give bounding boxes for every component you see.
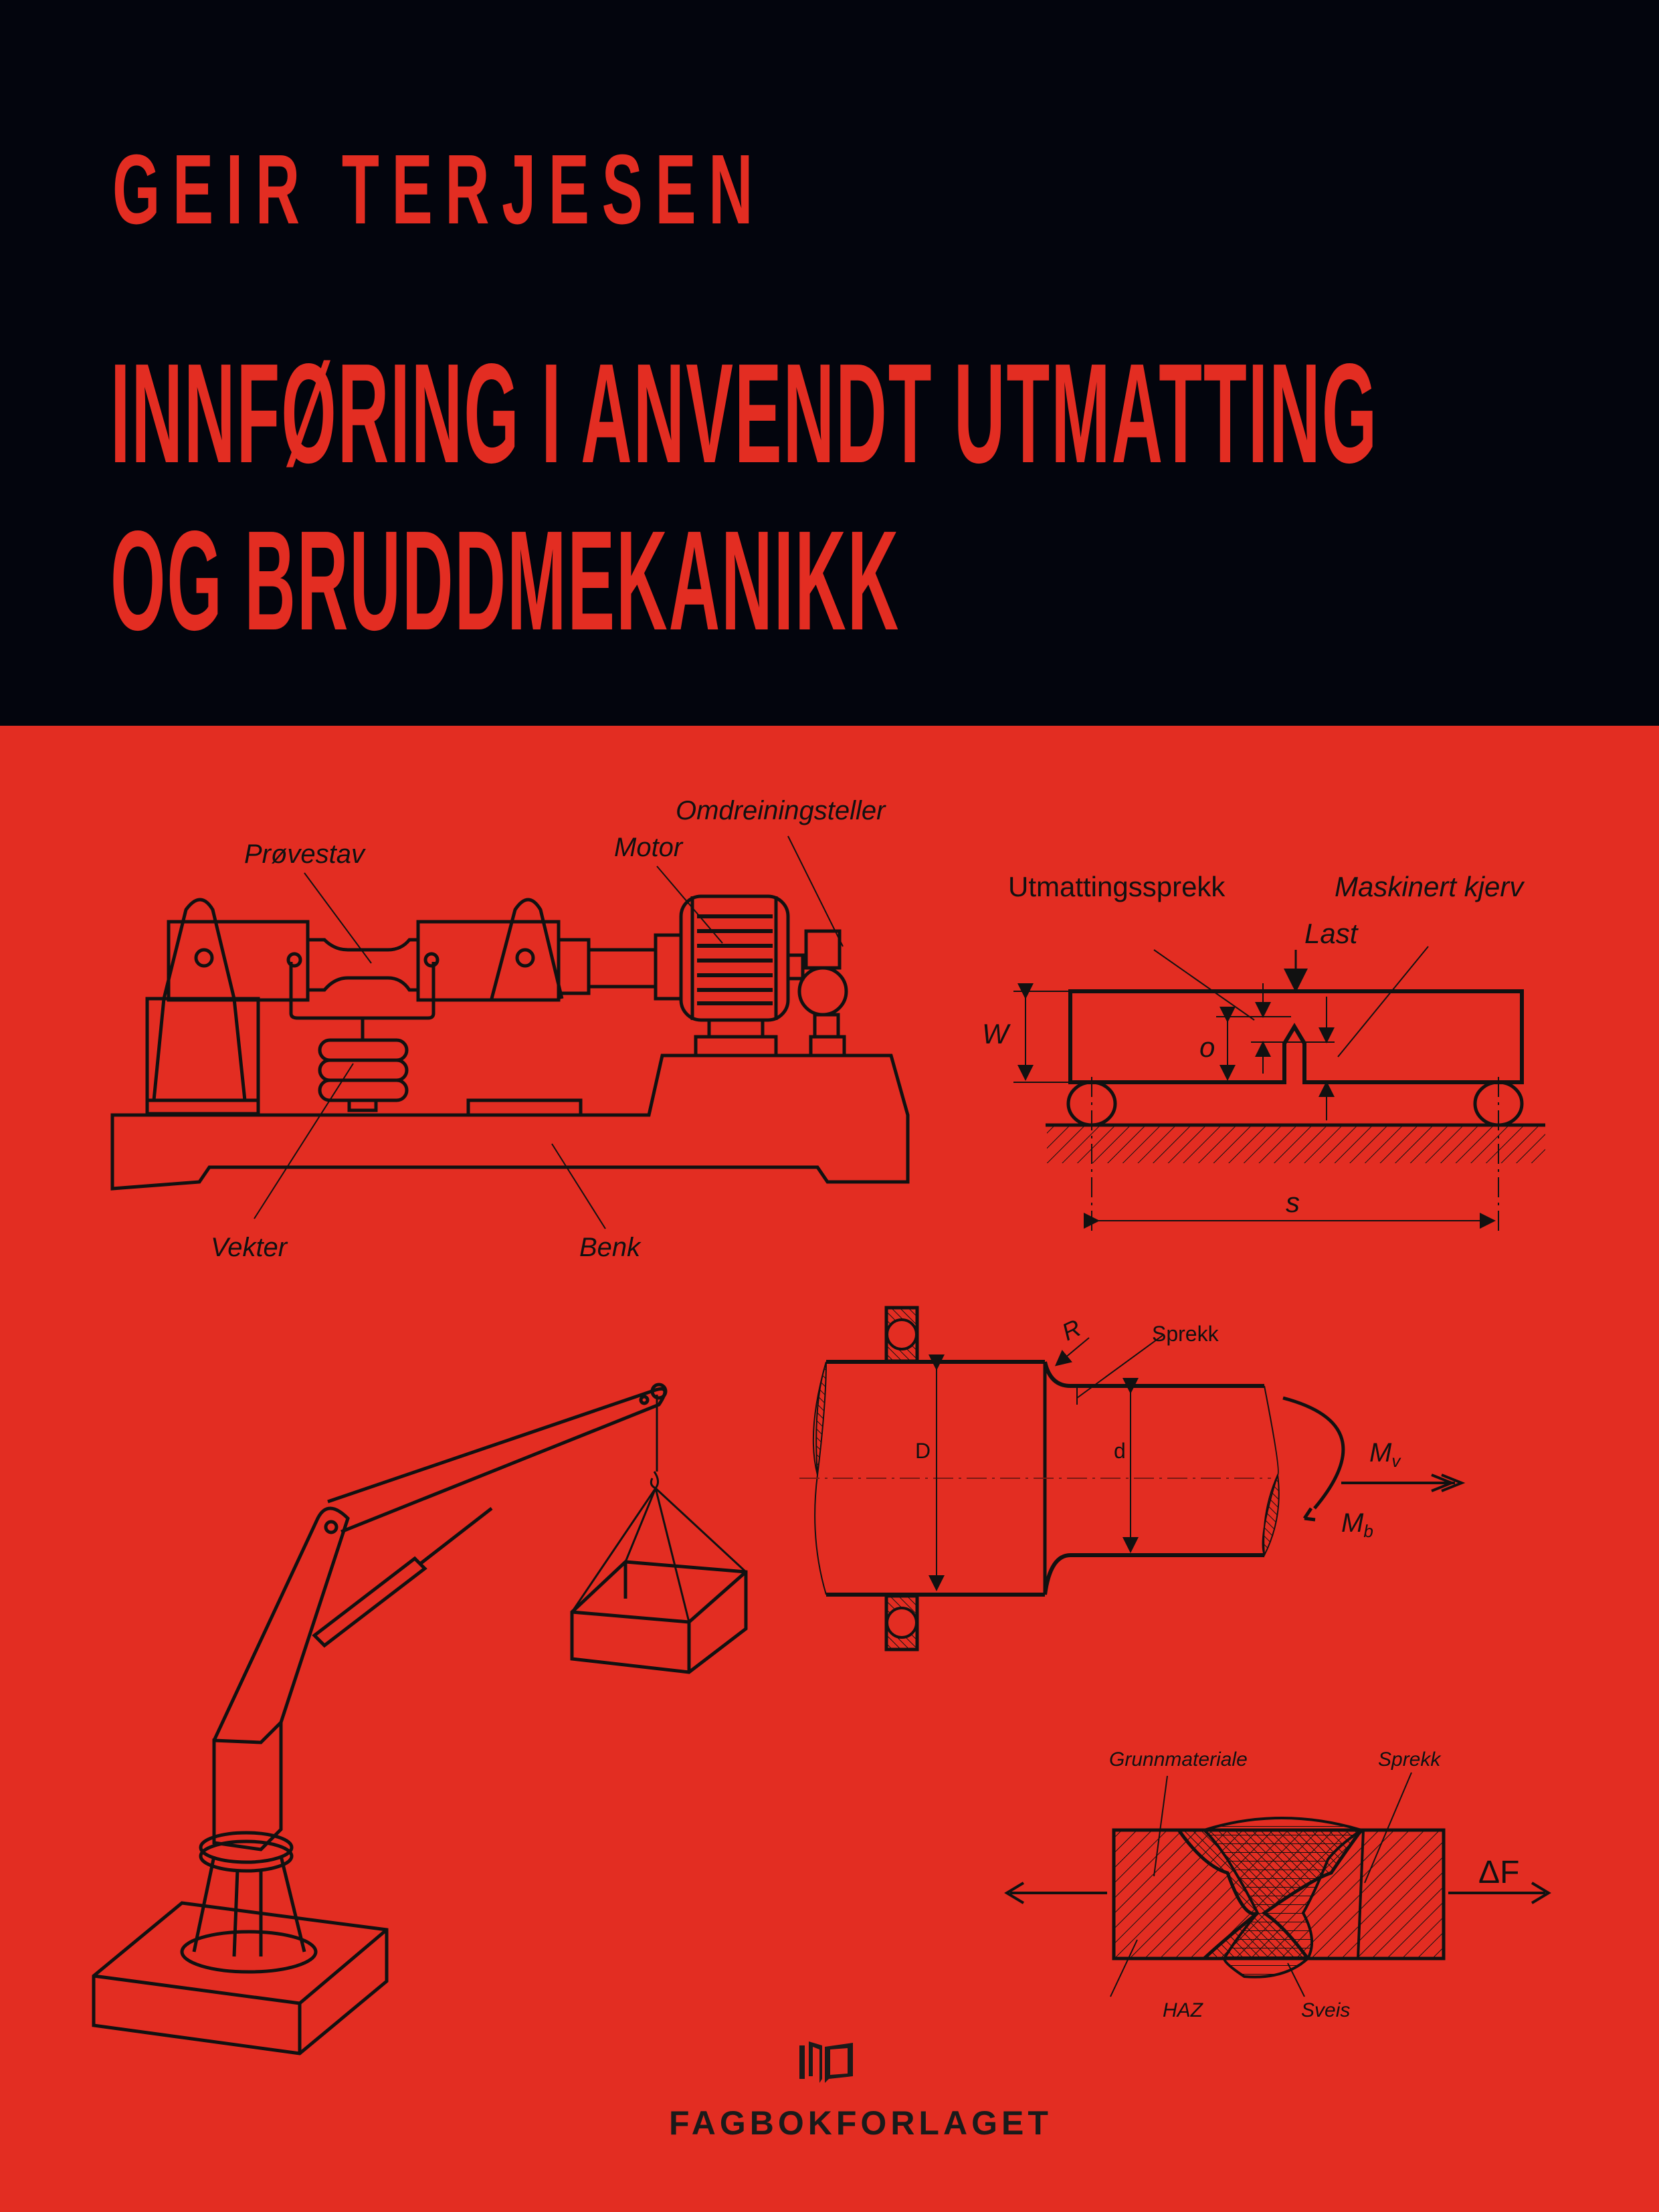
bend-test-labels: Utmattingssprekk Maskinert kjerv Last W … — [982, 871, 1525, 1218]
label-fatigue-crack: Utmattingssprekk — [1008, 871, 1226, 902]
label-bending-mb: Mb — [1341, 1508, 1373, 1541]
stepped-shaft-figure — [799, 1306, 1466, 1651]
label-diameter-small-d: d — [1114, 1439, 1126, 1463]
label-revolution-counter: Omdreiningsteller — [676, 796, 886, 825]
label-delta-f: ΔF — [1478, 1855, 1519, 1890]
label-radius-r: R — [1058, 1314, 1085, 1346]
author-name: GEIR TERJESEN — [112, 134, 766, 245]
weld-joint-figure — [1004, 1772, 1551, 1997]
label-weld: Sveis — [1301, 1999, 1350, 2021]
publisher-name: FAGBOKFORLAGET — [669, 2104, 1052, 2142]
label-specimen: Prøvestav — [244, 839, 366, 869]
top-band: GEIR TERJESEN INNFØRING I ANVENDT UTMATT… — [0, 0, 1659, 726]
label-span-s: s — [1286, 1187, 1300, 1218]
label-diameter-big-d: D — [915, 1439, 931, 1463]
label-base-material: Grunnmateriale — [1109, 1748, 1248, 1771]
label-motor: Motor — [614, 833, 684, 862]
label-load: Last — [1304, 918, 1359, 949]
label-torque-mv: Mv — [1369, 1438, 1401, 1471]
crane-figure — [92, 1383, 748, 2055]
label-machined-notch: Maskinert kjerv — [1335, 871, 1525, 902]
shaft-labels: R Sprekk D d Mv Mb — [915, 1314, 1401, 1541]
weld-labels: Grunnmateriale Sprekk HAZ Sveis ΔF — [1109, 1748, 1519, 2021]
label-notch-o: o — [1199, 1031, 1215, 1063]
label-bench: Benk — [579, 1233, 642, 1262]
book-title-line-1: INNFØRING I ANVENDT UTMATTING — [110, 334, 1379, 492]
label-haz: HAZ — [1163, 1999, 1204, 2021]
label-width-w: W — [982, 1018, 1011, 1049]
book-title-line-2: OG BRUDDMEKANIKK — [110, 501, 900, 660]
three-point-bend-figure — [1013, 946, 1545, 1231]
fatigue-test-machine-figure — [110, 835, 910, 1229]
label-shaft-crack: Sprekk — [1152, 1322, 1219, 1346]
label-weights: Vekter — [211, 1233, 288, 1262]
publisher-logo-book-icon — [799, 2041, 853, 2083]
label-weld-crack: Sprekk — [1378, 1748, 1442, 1771]
fatigue-machine-labels: Prøvestav Motor Omdreiningsteller Vekter… — [211, 796, 886, 1262]
